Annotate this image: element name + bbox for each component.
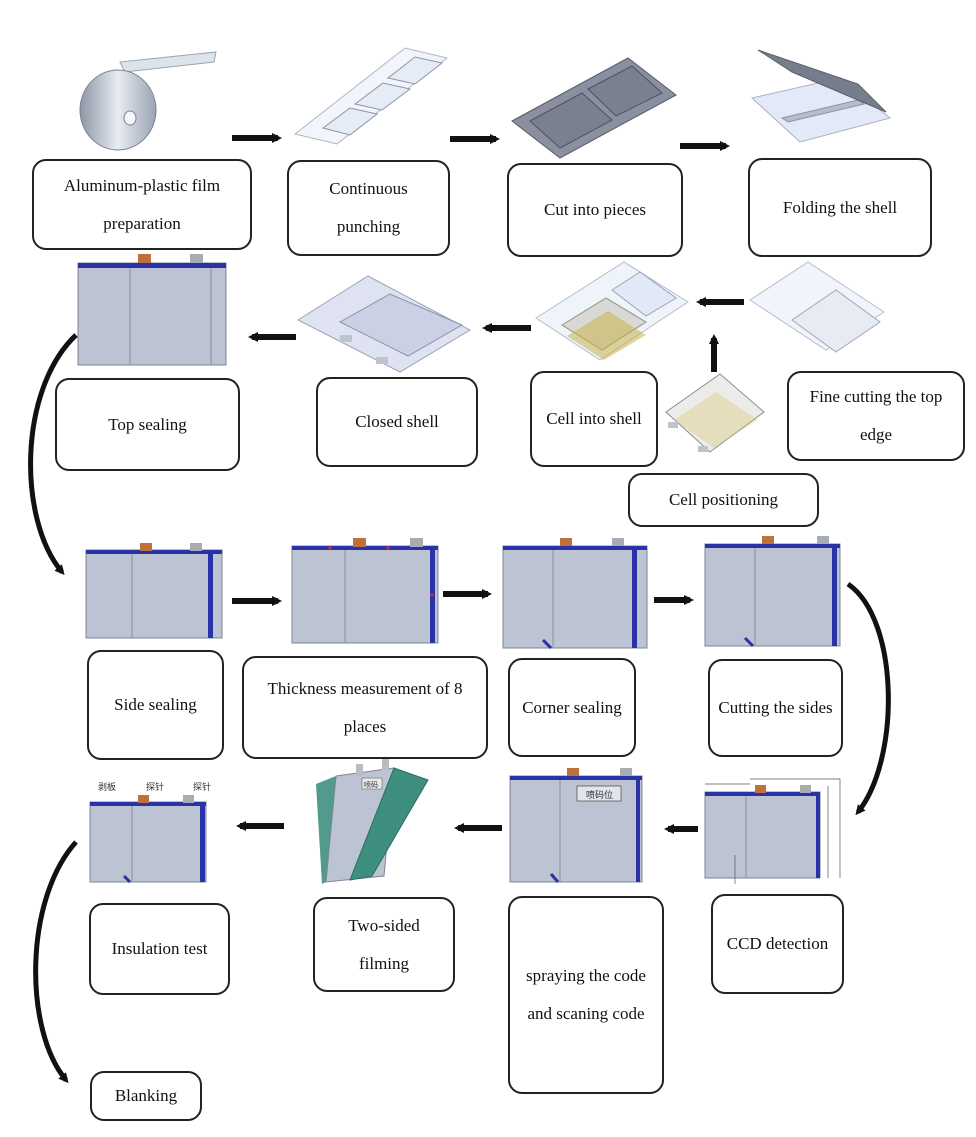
spraying-code-image [509, 768, 643, 883]
cell-into-shell-image [535, 261, 689, 361]
step-closed-shell: Closed shell [316, 377, 478, 467]
side-sealing-image [85, 543, 223, 639]
step-two-sided-filming: Two-sided filming [313, 897, 455, 992]
step-film-preparation: Aluminum-plastic film preparation [32, 159, 252, 250]
insulation-test-image [89, 795, 207, 884]
step-cell-into-shell: Cell into shell [530, 371, 658, 467]
step-blanking: Blanking [90, 1071, 202, 1121]
curved-arrow-cut-to-ccd [846, 581, 891, 816]
step-continuous-punching: Continuous punching [287, 160, 450, 256]
punching-sheet-image [293, 47, 449, 145]
step-spraying-code: spraying the code and scaning code [508, 896, 664, 1094]
step-side-sealing: Side sealing [87, 650, 224, 760]
step-insulation-test: Insulation test [89, 903, 230, 995]
step-cell-positioning: Cell positioning [628, 473, 819, 527]
closed-shell-image [296, 275, 472, 373]
cutting-sides-image [704, 536, 841, 648]
probe-label-2: 探针 [146, 783, 165, 793]
step-cut-into-pieces: Cut into pieces [507, 163, 683, 257]
step-corner-sealing: Corner sealing [508, 658, 636, 757]
fine-cutting-image [749, 261, 885, 353]
step-fine-cutting: Fine cutting the top edge [787, 371, 965, 461]
ccd-detection-image [704, 778, 841, 884]
step-folding-shell: Folding the shell [748, 158, 932, 257]
film-roll-image [79, 51, 217, 151]
step-cutting-sides: Cutting the sides [708, 659, 843, 757]
thickness-image [291, 538, 439, 644]
cell-positioning-image [665, 373, 765, 453]
probe-label-1: 剥板 [98, 783, 117, 793]
code-plate-label: 喷码位 [586, 791, 614, 801]
curved-arrow-top-to-side [28, 333, 78, 576]
cut-pieces-image [511, 57, 677, 159]
step-thickness-measurement: Thickness measurement of 8 places [242, 656, 488, 759]
film-tag-label: 喷码 [364, 781, 378, 789]
probe-label-3: 探针 [193, 783, 212, 793]
step-top-sealing: Top sealing [55, 378, 240, 471]
folding-shell-image [750, 49, 892, 143]
corner-sealing-image [502, 538, 648, 650]
top-sealing-image [77, 254, 227, 366]
two-sided-filming-image [316, 758, 429, 884]
step-ccd-detection: CCD detection [711, 894, 844, 994]
curved-arrow-insulation-to-blanking [33, 840, 78, 1084]
